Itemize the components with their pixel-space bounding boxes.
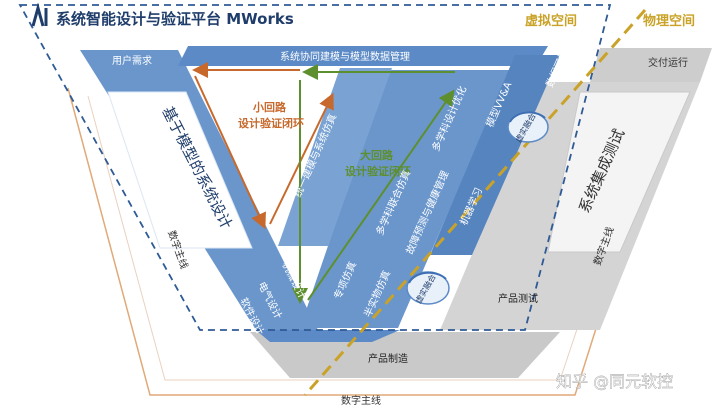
small-loop-arrow-left: [194, 75, 266, 230]
mworks-logo: [31, 2, 48, 27]
user-requirements-label: 用户需求: [112, 54, 152, 67]
digital-thread-label-bottom: 数字主线: [341, 394, 381, 407]
virtual-physical-divider: [303, 9, 647, 396]
virtual-space-frame: [18, 4, 612, 331]
top-bar-label: 系统协同建模与模型数据管理: [280, 50, 410, 63]
fusion-cycle-icon-bottom: [406, 271, 450, 305]
center-blue-zone: [300, 70, 510, 328]
small-loop-label-1: 小回路: [252, 100, 287, 114]
delivery-label: 交付运行: [648, 56, 688, 69]
big-loop-label-1: 大回路: [360, 148, 394, 162]
watermark: 知乎 @同元软控: [556, 372, 673, 391]
right-blue-arm: [430, 55, 560, 255]
platform-title: 系统智能设计与验证平台 MWorks: [56, 10, 294, 28]
product-testing-label: 产品测试: [498, 292, 538, 305]
big-loop-arrow-right: [307, 89, 455, 301]
virtual-space-label: 虚拟空间: [525, 13, 577, 29]
system-integration-test-block: [547, 91, 691, 253]
big-loop-label-2: 设计验证闭环: [345, 164, 411, 178]
top-collab-bar: [178, 46, 548, 66]
small-loop-label-2: 设计验证闭环: [238, 116, 304, 130]
product-manufacturing-label: 产品制造: [368, 352, 408, 365]
delivery-gray-bar: [590, 48, 712, 82]
fusion-cycle-icon-top: [507, 111, 549, 143]
physical-space-label: 物理空间: [643, 13, 695, 29]
model-based-design-card: [107, 91, 253, 249]
product-manufacturing-block: [250, 332, 560, 378]
unified-modeling-block: [278, 68, 392, 246]
bottom-blue-cap: [256, 330, 400, 342]
